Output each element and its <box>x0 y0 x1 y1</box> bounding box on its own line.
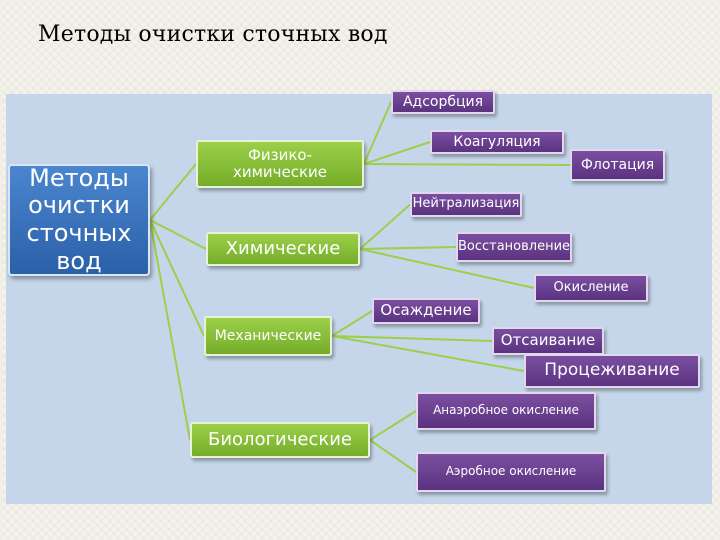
connector-root-category-biological <box>149 219 191 441</box>
diagram-panel: Методы очистки сточных вод Физико-химиче… <box>6 90 712 504</box>
connector-category-chemical-method-reduction <box>359 246 457 250</box>
method-adsorption: Адсорбция <box>391 90 495 114</box>
connector-root-category-physico-chemical <box>149 163 197 221</box>
method-flotation: Флотация <box>570 149 665 181</box>
connector-root-category-chemical <box>149 219 207 250</box>
connector-category-biological-method-anaerobic-oxidation <box>369 410 417 441</box>
connector-category-mechanical-method-sedimentation <box>331 310 373 337</box>
method-straining: Процеживание <box>524 354 700 388</box>
method-reduction: Восстановление <box>456 232 572 262</box>
connector-category-mechanical-method-settling <box>331 335 493 342</box>
method-oxidation: Окисление <box>534 274 648 302</box>
connector-lines <box>149 101 571 473</box>
root-node: Методы очистки сточных вод <box>8 164 150 276</box>
connector-category-chemical-method-oxidation <box>359 248 535 289</box>
category-chemical: Химические <box>206 232 360 266</box>
method-anaerobic-oxidation: Анаэробное окисление <box>416 392 596 430</box>
category-mechanical: Механические <box>204 316 332 356</box>
connector-category-physico-chemical-method-adsorption <box>363 101 392 165</box>
category-physico-chemical: Физико-химические <box>196 140 364 188</box>
connector-root-category-mechanical <box>149 219 205 337</box>
category-biological: Биологические <box>190 422 370 458</box>
connector-category-chemical-method-neutralization <box>359 203 411 250</box>
connector-category-physico-chemical-method-flotation <box>363 163 571 166</box>
connector-category-physico-chemical-method-coagulation <box>363 141 431 165</box>
connector-category-biological-method-aerobic-oxidation <box>369 439 417 473</box>
method-sedimentation: Осаждение <box>372 298 480 324</box>
method-settling: Отсаивание <box>492 327 604 355</box>
method-coagulation: Коагуляция <box>430 130 564 154</box>
method-neutralization: Нейтрализация <box>410 192 522 217</box>
method-aerobic-oxidation: Аэробное окисление <box>416 452 606 492</box>
slide-title: Методы очистки сточных вод <box>38 22 388 47</box>
connector-category-mechanical-method-straining <box>331 335 525 372</box>
